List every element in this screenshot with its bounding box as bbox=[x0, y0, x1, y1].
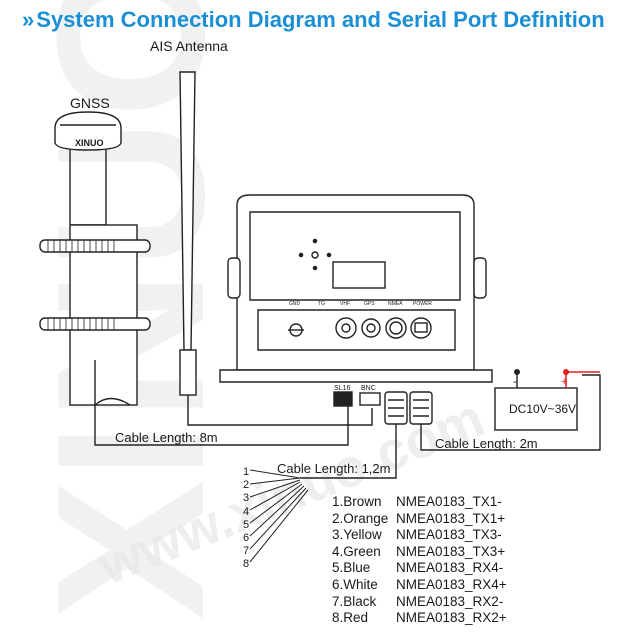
ais-antenna bbox=[179, 71, 373, 426]
port-label-gnd: GND bbox=[289, 301, 301, 307]
cable-length-2m: Cable Length: 2m bbox=[435, 436, 538, 451]
wire-color: 7.Black bbox=[332, 593, 377, 609]
wire-signal: NMEA0183_TX1+ bbox=[396, 510, 506, 526]
bnc-connector bbox=[359, 392, 381, 406]
wire-number: 5 bbox=[243, 518, 250, 531]
pole-clamps bbox=[39, 239, 151, 331]
port-label-vhf: VHF bbox=[340, 301, 350, 307]
page-title: » System Connection Diagram and Serial P… bbox=[22, 8, 605, 32]
nmea-wire-fanout bbox=[249, 469, 320, 563]
cable-length-12m: Cable Length: 1,2m bbox=[277, 461, 391, 476]
power-cable bbox=[420, 374, 601, 451]
wire-signal: NMEA0183_RX2- bbox=[396, 593, 504, 609]
gnss-label: GNSS bbox=[70, 95, 110, 111]
wire-row: 2.Orange NMEA0183_TX1+ bbox=[332, 511, 507, 528]
positive-terminal bbox=[563, 369, 569, 375]
wire-row: 4.Green NMEA0183_TX3+ bbox=[332, 544, 507, 561]
wire-color: 4.Green bbox=[332, 543, 381, 559]
wire-row: 7.Black NMEA0183_RX2- bbox=[332, 594, 507, 611]
negative-terminal bbox=[514, 369, 520, 375]
wire-row: 6.White NMEA0183_RX4+ bbox=[332, 577, 507, 594]
wire-number: 3 bbox=[243, 492, 250, 505]
sl16-connector bbox=[333, 391, 353, 407]
wire-row: 1.Brown NMEA0183_TX1- bbox=[332, 494, 507, 511]
nmea-cable bbox=[300, 424, 397, 479]
wire-number: 2 bbox=[243, 479, 250, 492]
wire-row: 8.Red NMEA0183_RX2+ bbox=[332, 610, 507, 627]
nmea-connector bbox=[384, 391, 408, 425]
ais-antenna-label: AIS Antenna bbox=[150, 38, 228, 54]
wire-color: 8.Red bbox=[332, 610, 369, 626]
wire-signal: NMEA0183_RX4+ bbox=[396, 576, 507, 592]
wire-color: 2.Orange bbox=[332, 510, 389, 526]
wire-signal: NMEA0183_TX1- bbox=[396, 494, 502, 509]
battery-minus-label: - bbox=[513, 376, 517, 388]
wire-color: 5.Blue bbox=[332, 560, 371, 576]
wire-signal: NMEA0183_TX3- bbox=[396, 527, 502, 543]
wire-signal: NMEA0183_RX2+ bbox=[396, 610, 507, 626]
power-connector bbox=[409, 391, 433, 425]
wire-signal: NMEA0183_TX3+ bbox=[396, 543, 506, 559]
power-supply-label: DC10V~36V bbox=[509, 402, 577, 416]
mounting-pole bbox=[69, 224, 138, 406]
wire-number: 7 bbox=[243, 545, 250, 558]
wire-number: 4 bbox=[243, 505, 250, 518]
bnc-label: BNC bbox=[361, 385, 376, 392]
port-label-power: POWER bbox=[413, 301, 432, 307]
wire-number: 1 bbox=[243, 466, 250, 478]
wire-number: 6 bbox=[243, 532, 250, 545]
port-label-nmea: NMEA bbox=[388, 301, 403, 307]
wire-number-list: 1 2 3 4 5 6 7 8 bbox=[243, 466, 249, 572]
battery-plus-label: + bbox=[561, 376, 568, 388]
gnss-brand-logo: XINUO bbox=[75, 138, 104, 148]
sl16-label: SL16 bbox=[334, 385, 351, 392]
wire-row: 3.Yellow NMEA0183_TX3- bbox=[332, 527, 507, 544]
port-label-tg: TG bbox=[318, 301, 325, 307]
wire-row: 5.Blue NMEA0183_RX4- bbox=[332, 560, 507, 577]
title-text: System Connection Diagram and Serial Por… bbox=[36, 7, 605, 32]
wire-color: 3.Yellow bbox=[332, 527, 382, 543]
cable-length-8m: Cable Length: 8m bbox=[115, 430, 218, 445]
wire-color: 1.Brown bbox=[332, 494, 382, 509]
wire-color: 6.White bbox=[332, 576, 378, 592]
battery bbox=[494, 387, 578, 431]
port-label-gps: GPS bbox=[364, 301, 375, 307]
wire-signal: NMEA0183_RX4- bbox=[396, 560, 504, 576]
ais-transponder bbox=[219, 194, 493, 383]
gnss-antenna bbox=[54, 111, 122, 226]
wire-number: 8 bbox=[243, 558, 250, 571]
